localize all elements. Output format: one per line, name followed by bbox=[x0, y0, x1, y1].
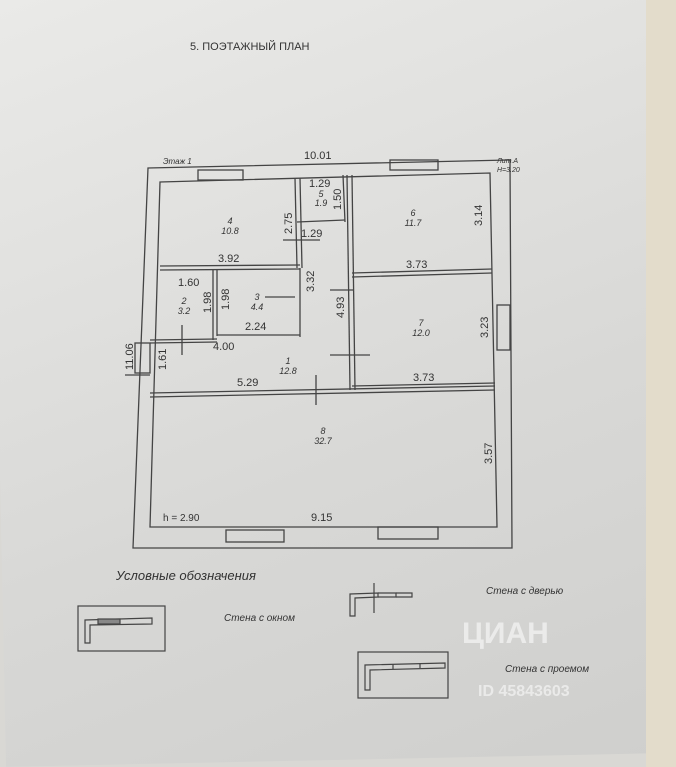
height-total: H=3.20 bbox=[497, 167, 520, 174]
outer-wall bbox=[132, 159, 513, 549]
window-bottom-left bbox=[225, 529, 285, 543]
dim-hall-width-a: 4.00 bbox=[213, 341, 234, 353]
dim-room3-depth: 1.98 bbox=[220, 289, 232, 310]
watermark-brand: ЦИАН bbox=[462, 617, 549, 650]
room-2-area: 3.2 bbox=[178, 306, 191, 316]
legend-opening-label: Стена с проемом bbox=[505, 664, 589, 675]
room-3-area: 4.4 bbox=[251, 302, 264, 312]
inner-wall bbox=[149, 172, 498, 528]
dim-overall-width: 10.01 bbox=[304, 150, 332, 162]
interior-partitions bbox=[149, 174, 496, 398]
dim-room5-depth: 1.50 bbox=[332, 189, 344, 210]
watermark-id: ID 45843603 bbox=[478, 683, 570, 700]
dim-room5-width: 1.29 bbox=[309, 178, 330, 190]
dim-room2-depth: 1.98 bbox=[202, 292, 214, 313]
room-7-area: 12.0 bbox=[412, 328, 430, 338]
door-marks bbox=[125, 239, 370, 405]
dim-room6-depth: 3.14 bbox=[473, 205, 485, 226]
room-2-number: 2 bbox=[180, 296, 186, 306]
window-top-right bbox=[389, 159, 439, 171]
dim-overall-depth: 11.06 bbox=[124, 343, 136, 370]
window-left bbox=[134, 342, 151, 374]
dim-room6-width: 3.73 bbox=[406, 259, 427, 271]
table-edge bbox=[646, 0, 676, 767]
dim-room4-depth: 2.75 bbox=[283, 213, 295, 234]
dim-room7-depth: 3.23 bbox=[479, 317, 491, 338]
room-1-number: 1 bbox=[285, 356, 290, 366]
room-4-number: 4 bbox=[227, 216, 232, 226]
room-4-area: 10.8 bbox=[221, 226, 239, 236]
legend-window-label: Стена с окном bbox=[224, 613, 295, 624]
legend-door-label: Стена с дверью bbox=[486, 586, 564, 597]
dim-hall-depth-c: 1.61 bbox=[157, 349, 169, 370]
room-6-area: 11.7 bbox=[405, 218, 423, 228]
room-1-area: 12.8 bbox=[279, 366, 297, 376]
dim-hall-depth-b: 4.93 bbox=[335, 297, 347, 318]
room-height: h = 2.90 bbox=[163, 513, 200, 524]
legend-window-symbol bbox=[77, 605, 166, 652]
room-8-area: 32.7 bbox=[314, 436, 333, 446]
room-7-number: 7 bbox=[418, 318, 424, 328]
room-3-number: 3 bbox=[254, 292, 259, 302]
dim-hall-width-b: 5.29 bbox=[237, 377, 258, 389]
dim-room4-width: 3.92 bbox=[218, 253, 239, 265]
legend-title: Условные обозначения bbox=[115, 568, 256, 583]
litera-label: Лит.А bbox=[496, 158, 518, 165]
floor-label: Этаж 1 bbox=[163, 157, 192, 166]
room-5-area: 1.9 bbox=[315, 198, 328, 208]
dim-room8-depth: 3.57 bbox=[483, 443, 495, 464]
dim-room7-width: 3.73 bbox=[413, 372, 434, 384]
dim-room8-width: 9.15 bbox=[311, 512, 332, 524]
dim-hall-depth-a: 3.32 bbox=[305, 271, 317, 292]
page-title: 5. ПОЭТАЖНЫЙ ПЛАН bbox=[190, 40, 310, 53]
legend-opening-symbol bbox=[357, 651, 449, 699]
window-bottom-right bbox=[377, 526, 439, 540]
dim-corridor-width: 1.29 bbox=[301, 228, 322, 240]
dim-room2-width: 1.60 bbox=[178, 277, 199, 289]
room-5-number: 5 bbox=[318, 189, 324, 199]
window-right bbox=[496, 304, 511, 351]
room-8-number: 8 bbox=[320, 426, 325, 436]
dim-room3-width: 2.24 bbox=[245, 321, 266, 333]
window-top-left bbox=[197, 169, 244, 181]
room-6-number: 6 bbox=[410, 208, 415, 218]
